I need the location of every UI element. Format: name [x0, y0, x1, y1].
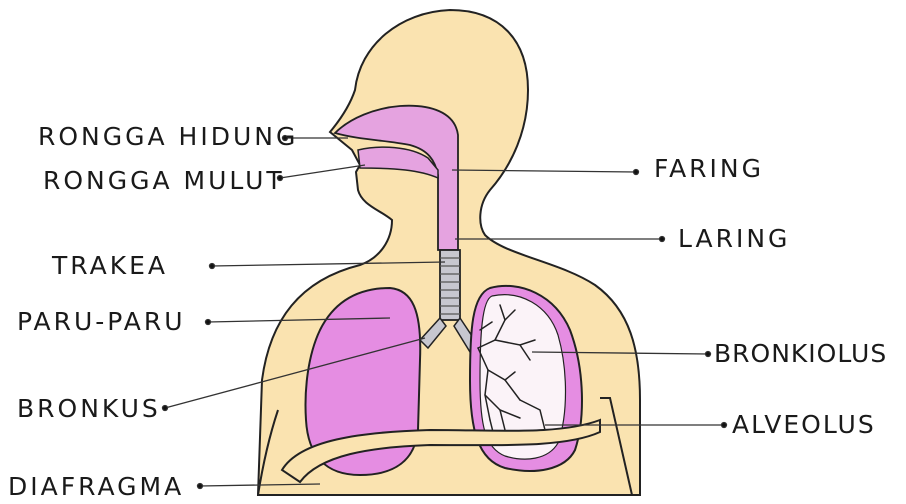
trachea-tube — [440, 250, 460, 320]
label-bronkus: BRONKUS — [17, 396, 161, 421]
label-laring: LARING — [678, 226, 790, 251]
label-diafragma: DIAFRAGMA — [8, 474, 184, 499]
label-trakea: TRAKEA — [52, 253, 168, 278]
label-faring: FARING — [654, 156, 764, 181]
label-bronkiolus: BRONKIOLUS — [714, 341, 887, 366]
label-rongga-hidung: RONGGA HIDUNG — [38, 124, 298, 149]
label-alveolus: ALVEOLUS — [732, 412, 876, 437]
label-paru-paru: PARU-PARU — [17, 309, 186, 334]
label-rongga-mulut: RONGGA MULUT — [43, 168, 285, 193]
